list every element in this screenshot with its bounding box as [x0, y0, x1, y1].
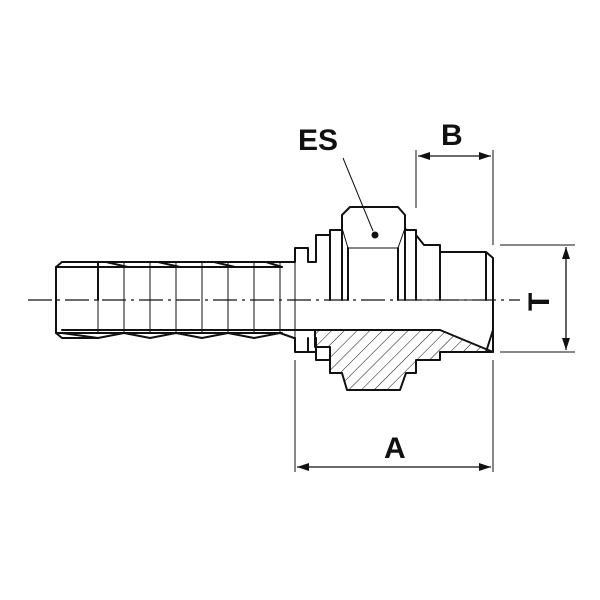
- label-a: A: [384, 432, 406, 465]
- label-es: ES: [298, 124, 338, 157]
- label-b: B: [441, 119, 463, 152]
- hex-marker-dot: [371, 231, 379, 239]
- hex-nut: [329, 206, 417, 301]
- hose-barb: [55, 247, 317, 339]
- leader-es: [342, 157, 374, 232]
- section-hatch: [314, 329, 494, 391]
- label-t: T: [523, 293, 556, 311]
